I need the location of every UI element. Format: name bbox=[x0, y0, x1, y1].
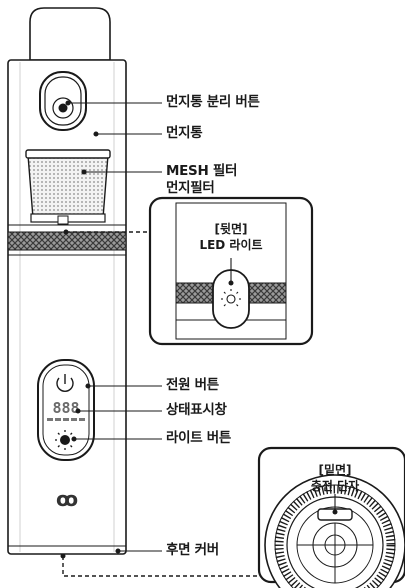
knurled-ring bbox=[7, 231, 127, 251]
status-display-label: 상태표시창 bbox=[166, 402, 227, 418]
led-light-icon bbox=[221, 289, 241, 307]
control-panel bbox=[37, 359, 95, 461]
dust-filter-label: 먼지필터 bbox=[166, 180, 215, 196]
mesh-filter bbox=[25, 149, 111, 223]
rear-inset-heading: [뒷면] bbox=[214, 222, 248, 236]
mesh-filter-label: MESH 필터 bbox=[166, 163, 238, 179]
status-display: 888 bbox=[47, 399, 85, 421]
display-digits: 888 bbox=[52, 399, 79, 417]
brand-logo: ꝏ bbox=[56, 487, 78, 511]
rear-led-inset bbox=[148, 196, 314, 346]
power-button-label: 전원 버튼 bbox=[166, 377, 219, 393]
bottom-inset-heading: [밑면] bbox=[318, 463, 352, 477]
bottom-charging-inset bbox=[257, 446, 405, 588]
bottom-inset-subheading: 충전 단자 bbox=[310, 479, 360, 493]
power-button[interactable] bbox=[56, 374, 74, 392]
callout-lines bbox=[65, 100, 162, 554]
light-button-label: 라이트 버튼 bbox=[166, 430, 231, 446]
rear-inset-subheading: LED 라이트 bbox=[199, 238, 263, 252]
dust-bin-release-button[interactable] bbox=[39, 71, 87, 131]
dust-bin-release-label: 먼지통 분리 버튼 bbox=[166, 94, 260, 110]
rear-cover-label: 후면 커버 bbox=[166, 542, 219, 558]
light-button[interactable] bbox=[55, 430, 75, 450]
top-nozzle bbox=[29, 7, 111, 61]
dust-bin-label: 먼지통 bbox=[166, 125, 203, 141]
filter-tab bbox=[57, 215, 69, 225]
